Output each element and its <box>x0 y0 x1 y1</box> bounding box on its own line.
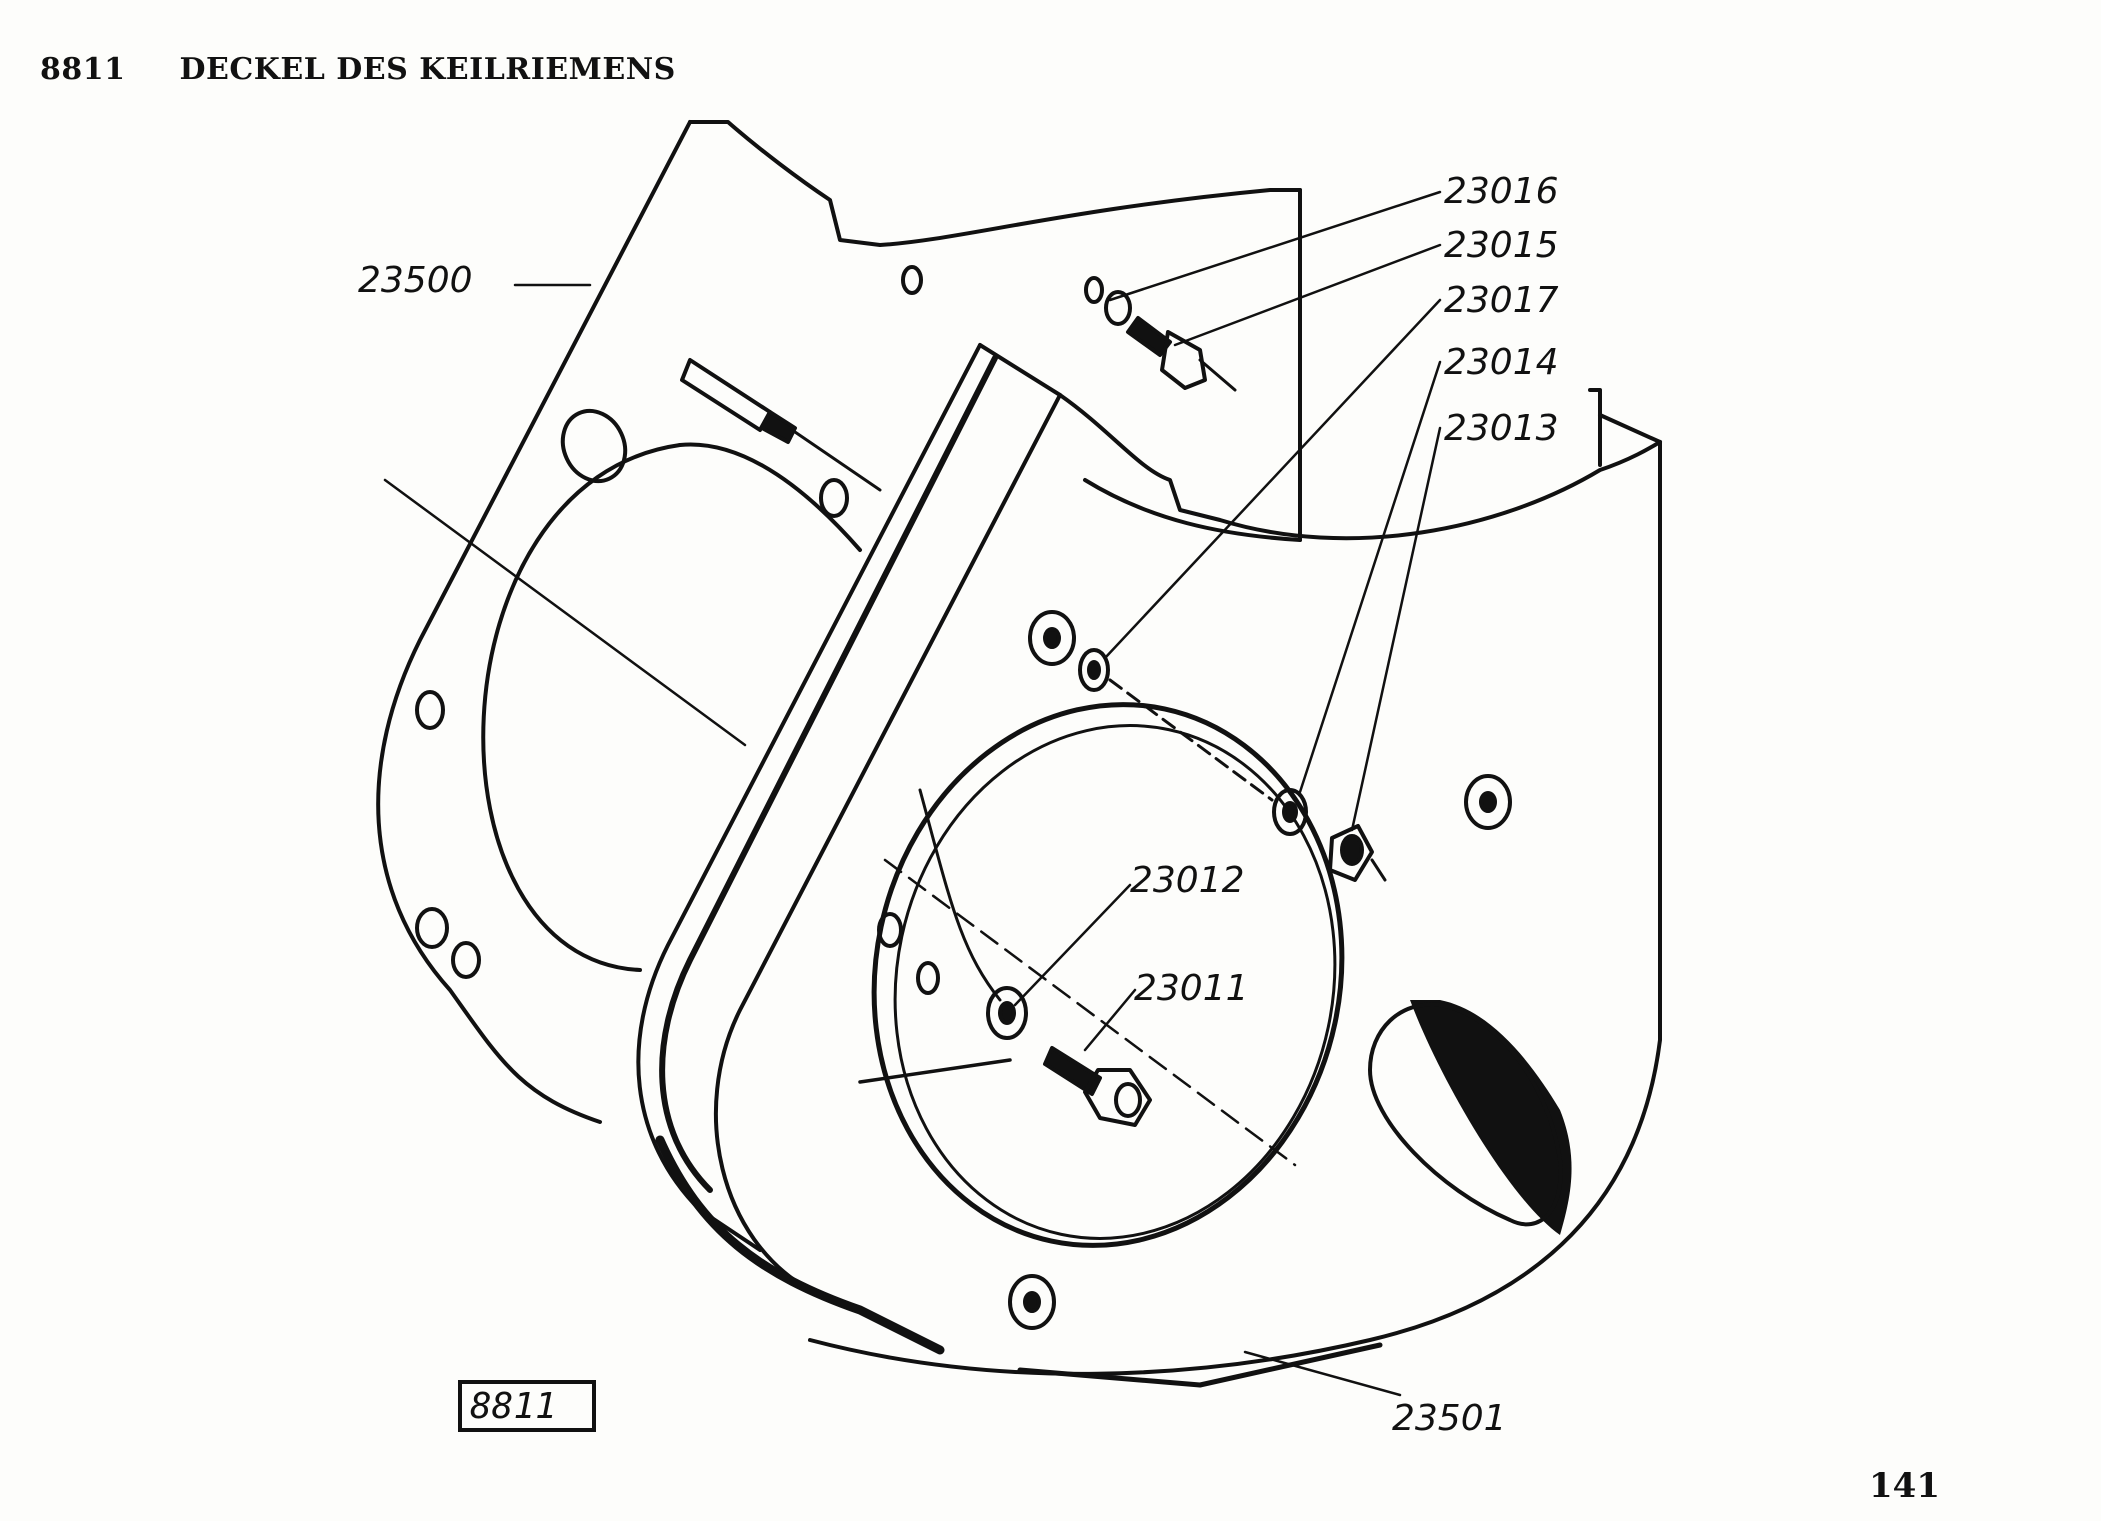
header-code: 8811 <box>40 52 126 87</box>
grommets <box>1008 610 1512 1330</box>
callout-23501: 23501 <box>1392 1398 1507 1439</box>
oval-opening <box>1368 1000 1572 1235</box>
upper-fastener <box>1084 276 1237 392</box>
header-title: DECKEL DES KEILRIEMENS <box>179 52 676 87</box>
leader-lines <box>513 190 1442 1397</box>
figure-stamp: 8811 <box>458 1380 596 1432</box>
callout-23500: 23500 <box>358 260 473 301</box>
callout-23013: 23013 <box>1444 408 1559 449</box>
center-lines <box>383 478 1297 1167</box>
back-cover-plate <box>376 120 1302 1124</box>
callout-23016: 23016 <box>1444 171 1559 212</box>
page-number: 141 <box>1869 1466 1940 1506</box>
callout-23011: 23011 <box>1134 968 1249 1009</box>
callout-23017: 23017 <box>1444 280 1559 321</box>
callout-labels: 23500 23016 23015 23017 23014 23013 2301… <box>358 171 1559 1439</box>
washer-nut-chain <box>1078 648 1387 882</box>
center-bolt <box>986 986 1152 1127</box>
large-round-opening <box>871 702 1345 1248</box>
callout-23012: 23012 <box>1130 860 1245 901</box>
figure-stamp-text: 8811 <box>470 1386 557 1427</box>
stud <box>680 358 882 492</box>
page-header: 8811 DECKEL DES KEILRIEMENS <box>40 52 676 87</box>
callout-23015: 23015 <box>1444 225 1559 266</box>
callout-23014: 23014 <box>1444 342 1559 383</box>
